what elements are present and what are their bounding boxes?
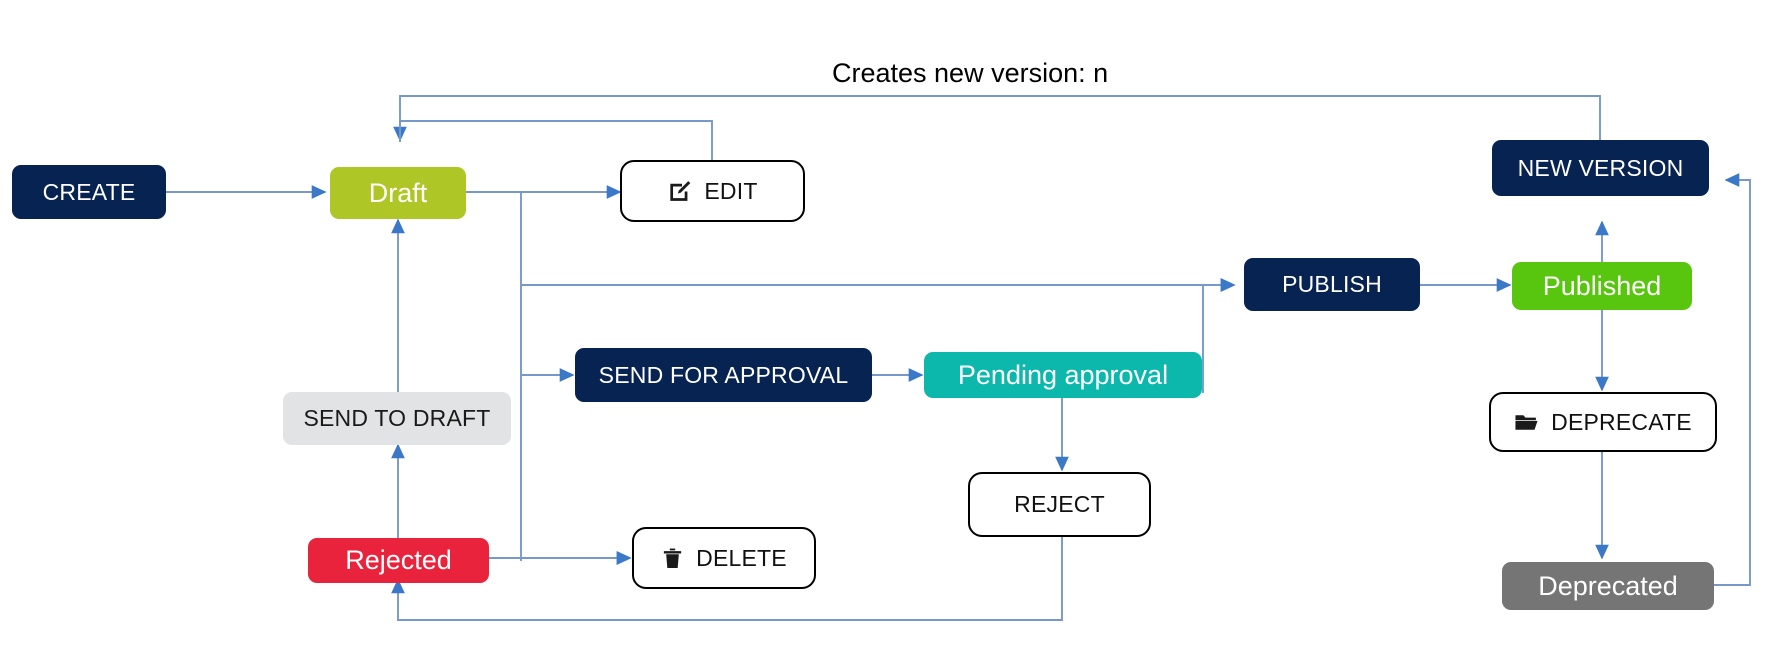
node-draft-label: Draft	[368, 177, 428, 208]
node-delete-label: DELETE	[696, 544, 787, 571]
node-deprecate-label: DEPRECATE	[1551, 408, 1692, 435]
node-create[interactable]: CREATE	[12, 165, 166, 219]
annotation-creates-new-version: Creates new version: n	[832, 58, 1109, 88]
folder-open-icon	[1514, 410, 1539, 435]
node-send-to-draft-label: SEND TO DRAFT	[303, 405, 491, 431]
node-deprecated-label: Deprecated	[1538, 570, 1678, 601]
node-rejected-label: Rejected	[345, 545, 452, 575]
node-new-version[interactable]: NEW VERSION	[1492, 140, 1709, 196]
node-edit[interactable]: EDIT	[620, 160, 805, 222]
edge-draft-trunk	[466, 191, 522, 561]
node-delete[interactable]: DELETE	[632, 527, 816, 589]
node-draft[interactable]: Draft	[330, 167, 466, 219]
node-edit-label: EDIT	[704, 177, 758, 204]
node-deprecate[interactable]: DEPRECATE	[1489, 392, 1717, 452]
node-new-version-label: NEW VERSION	[1517, 154, 1684, 181]
edge-edit-to-draft	[399, 120, 713, 166]
node-rejected[interactable]: Rejected	[308, 538, 489, 583]
node-reject-label: REJECT	[1014, 491, 1105, 517]
edit-pencil-icon	[667, 179, 692, 204]
node-create-label: CREATE	[42, 178, 136, 205]
trash-icon	[661, 547, 684, 570]
node-send-for-approval[interactable]: SEND FOR APPROVAL	[575, 348, 872, 402]
edge-pending-to-publish	[1202, 278, 1236, 393]
node-pending-approval[interactable]: Pending approval	[924, 352, 1202, 398]
node-deprecated[interactable]: Deprecated	[1502, 562, 1714, 610]
edge-deprecated-to-new-version	[1713, 173, 1751, 586]
node-published[interactable]: Published	[1512, 262, 1692, 310]
node-published-label: Published	[1542, 270, 1662, 301]
node-send-for-approval-label: SEND FOR APPROVAL	[598, 361, 849, 388]
node-publish-label: PUBLISH	[1282, 271, 1382, 297]
edge-new-version-to-draft	[393, 95, 1601, 160]
node-publish[interactable]: PUBLISH	[1244, 258, 1420, 311]
node-pending-approval-label: Pending approval	[957, 359, 1169, 390]
node-reject[interactable]: REJECT	[968, 472, 1151, 537]
edge-reject-to-rejected	[391, 537, 1063, 621]
node-send-to-draft[interactable]: SEND TO DRAFT	[283, 392, 511, 445]
